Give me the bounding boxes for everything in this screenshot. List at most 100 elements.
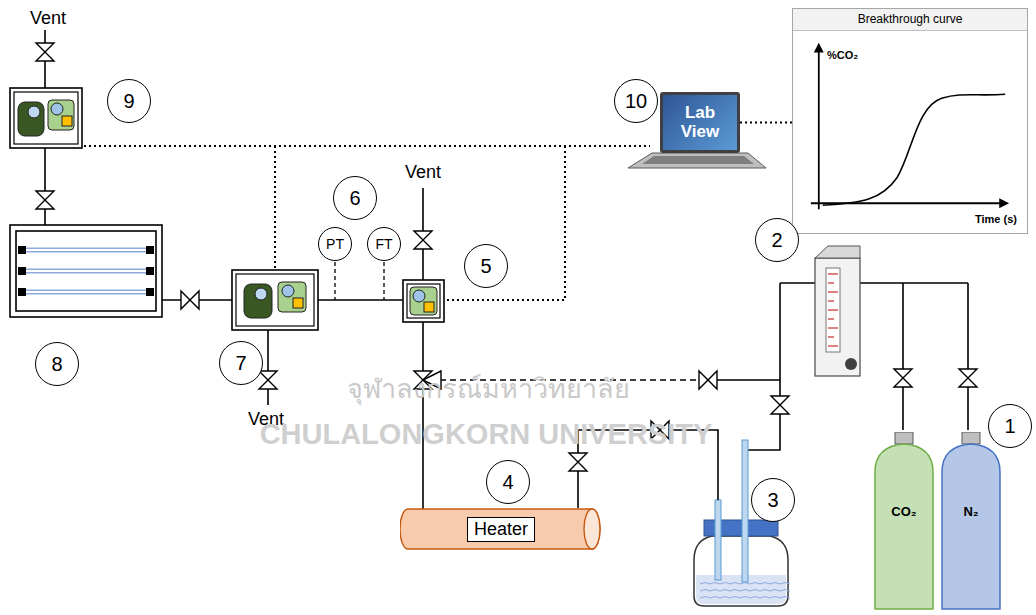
node-text: Lab View	[676, 104, 724, 141]
gas-analyzer	[278, 282, 306, 312]
rotameter	[828, 328, 838, 329]
adsorption-column	[10, 225, 162, 317]
laptop-screen: Lab View	[660, 92, 740, 153]
laptop	[628, 153, 766, 168]
impulse-line	[335, 262, 384, 300]
gas-analyzer	[424, 302, 434, 312]
callout-number: 4	[486, 460, 530, 504]
valve-symbol	[959, 369, 977, 387]
valve-symbol	[36, 191, 54, 209]
node-text: Breakthrough curve	[793, 9, 1027, 31]
instrument-bubble: PT	[318, 227, 352, 261]
gas-analyzer	[10, 88, 82, 148]
valve-symbol	[699, 371, 717, 389]
heater: Heater	[400, 508, 602, 550]
node-text: FT	[375, 236, 392, 252]
rotameter	[828, 292, 838, 293]
gas-analyzer	[14, 92, 78, 144]
valve-symbol	[894, 369, 912, 387]
node-text: N₂	[963, 504, 978, 519]
callout-number: 1	[988, 404, 1032, 448]
callout-number: 3	[751, 478, 795, 522]
rotameter	[828, 283, 834, 284]
gas-analyzer	[410, 287, 437, 315]
node-text: 8	[51, 353, 62, 376]
adsorption-column	[10, 225, 162, 317]
bubbler	[742, 440, 748, 582]
valve-symbol	[771, 396, 789, 414]
adsorption-column	[18, 246, 154, 296]
adsorption-column	[146, 288, 154, 296]
rotameter	[828, 274, 838, 346]
valve-symbol	[36, 43, 54, 61]
chart-panel: Breakthrough curve %CO₂ Time (s)	[792, 8, 1028, 234]
rotameter	[828, 301, 834, 302]
valve-symbol	[414, 231, 432, 249]
node-text: %CO₂	[827, 49, 858, 61]
adsorption-column	[18, 267, 26, 275]
bubbler	[694, 440, 790, 606]
impulse-line	[335, 262, 384, 300]
node-text: Time (s)	[975, 213, 1017, 225]
node-text: 4	[502, 471, 513, 494]
callout-number: 8	[35, 342, 79, 386]
gas-analyzer	[407, 284, 440, 318]
rotameter	[828, 319, 834, 320]
rotameter	[828, 274, 838, 275]
adsorption-column	[146, 246, 154, 254]
gas-analyzer	[48, 100, 74, 130]
adsorption-column	[24, 250, 148, 292]
gas-analyzer	[18, 102, 44, 136]
gas-cylinder: CO₂	[873, 432, 935, 610]
callout-number: 2	[755, 218, 799, 262]
bubbler	[694, 536, 788, 606]
gas-analyzer	[236, 274, 314, 326]
signal-line	[84, 146, 650, 300]
callout-number: 9	[107, 79, 151, 123]
rotameter	[826, 268, 840, 352]
vent-label: Vent	[30, 8, 66, 29]
node-text: 5	[480, 255, 491, 278]
watermark: CHULALONGKORN UNIVERSITY	[260, 418, 713, 451]
valve-symbol	[259, 371, 277, 389]
gas-analyzer	[51, 103, 63, 115]
gas-analyzer	[293, 298, 303, 308]
rotameter	[828, 310, 838, 311]
node-text: 9	[123, 90, 134, 113]
laptop	[642, 156, 754, 164]
node-text: PT	[326, 236, 344, 252]
node-text: 1	[1004, 415, 1015, 438]
rotameter	[815, 246, 860, 376]
rotameter	[815, 258, 860, 376]
callout-number: 5	[464, 244, 508, 288]
adsorption-column	[16, 231, 156, 311]
rotameter	[845, 358, 857, 370]
node-text: Heater	[467, 517, 535, 542]
gas-analyzer	[28, 106, 40, 118]
adsorption-column	[24, 250, 148, 292]
watermark: จุฬาลงกรณ์มหาวิทยาลัย	[347, 367, 630, 410]
gas-analyzer	[413, 290, 425, 302]
gas-analyzer	[255, 288, 267, 300]
bubbler	[715, 500, 721, 580]
node-text: 10	[625, 90, 647, 113]
bubbler	[700, 583, 790, 599]
adsorption-column	[24, 250, 148, 292]
shape-outline	[793, 9, 1027, 233]
gas-analyzer	[62, 116, 72, 126]
rotameter	[828, 337, 834, 338]
callout-number: 6	[333, 176, 377, 220]
node-text: 6	[349, 187, 360, 210]
laptop	[628, 153, 766, 168]
callout-number: 10	[614, 79, 658, 123]
node-text: 2	[771, 229, 782, 252]
rotameter	[815, 246, 860, 258]
gas-analyzer	[10, 88, 444, 330]
instrument-bubble: FT	[367, 227, 401, 261]
signal-line	[84, 146, 650, 300]
node-text: 3	[767, 489, 778, 512]
node-text: 7	[235, 352, 246, 375]
shape-outline	[940, 432, 1002, 610]
signal-connector	[740, 122, 792, 124]
pipe	[860, 283, 968, 430]
